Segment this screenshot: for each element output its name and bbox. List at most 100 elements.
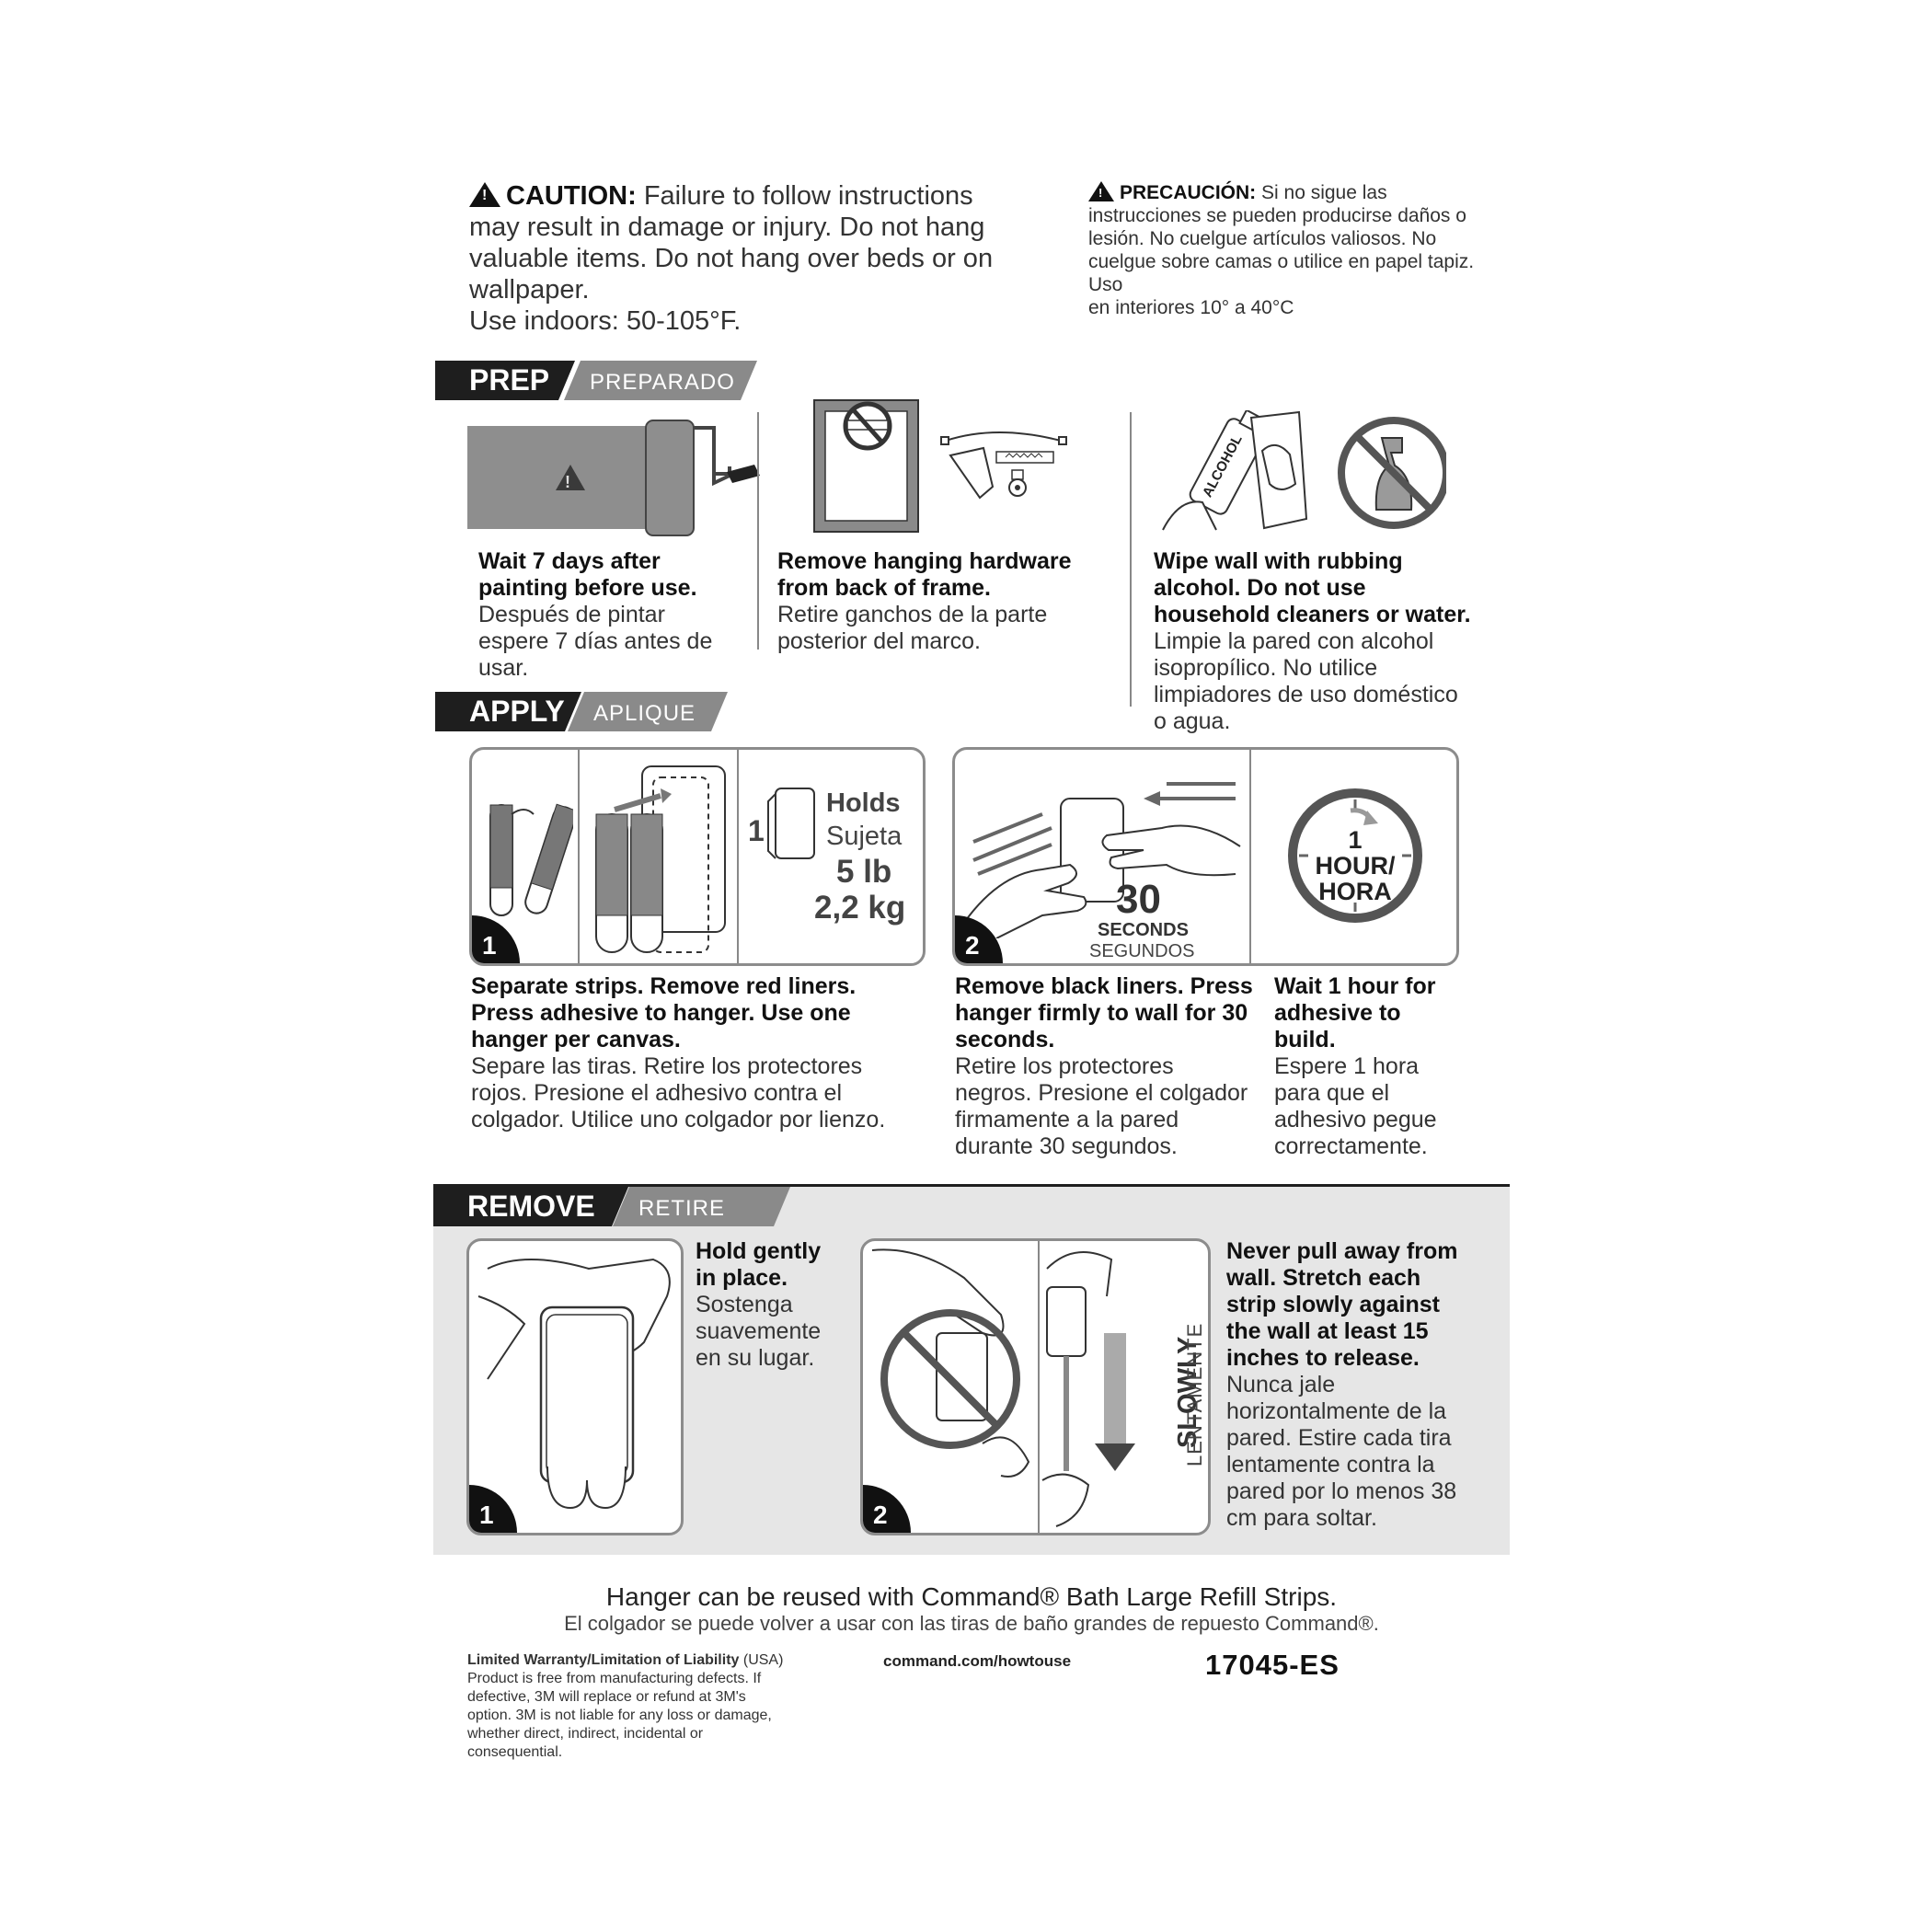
- howto-url[interactable]: command.com/howtouse: [883, 1652, 1072, 1670]
- prep-step-2-text: Retire ganchos de la parte posterior del…: [777, 602, 1048, 654]
- warning-icon: [469, 182, 500, 207]
- apply-title: APPLY: [435, 692, 581, 731]
- remove-banner: RETIRE REMOVE: [433, 1187, 774, 1226]
- apply-step-2-text: Retire los protectores negros. Presione …: [955, 1053, 1248, 1159]
- arrow-icon: [511, 809, 535, 815]
- warranty-block: Limited Warranty/Limitation of Liability…: [467, 1651, 794, 1762]
- ring-hanger-icon: [1011, 469, 1024, 480]
- apply-subtitle: APLIQUE: [568, 692, 728, 731]
- apply-step-3-bold: Wait 1 hour for adhesive to build.: [1274, 973, 1436, 1052]
- press-hanger-illustration: [960, 782, 1241, 938]
- divider: [1130, 412, 1132, 707]
- divider: [757, 412, 759, 650]
- prep-step-2-bold: Remove hanging hardware from back of fra…: [777, 548, 1072, 601]
- step-number: 2: [965, 931, 980, 960]
- paint-roller-illustration: !: [467, 420, 760, 536]
- prep-step-3-text: Limpie la pared con alcohol isopropílico…: [1154, 628, 1458, 734]
- stretch-strip-illustration: [871, 1248, 1135, 1527]
- step-number: 2: [873, 1501, 888, 1529]
- divider: [737, 750, 739, 963]
- arrow-icon: [614, 793, 661, 812]
- prep-step-1-bold: Wait 7 days after painting before use.: [478, 548, 697, 601]
- warranty-text: Product is free from manufacturing defec…: [467, 1671, 772, 1760]
- motion-lines-icon: [972, 812, 1043, 844]
- remove-step-1: Hold gently in place. Sostenga suavement…: [696, 1238, 834, 1372]
- step-number: 1: [482, 931, 497, 960]
- apply-step-2: Remove black liners. Press hanger firmly…: [955, 973, 1254, 1160]
- warning-icon: [556, 465, 585, 490]
- apply-panel-2: 30 SECONDS SEGUNDOS 1 HOUR/ HORA 2: [952, 747, 1459, 966]
- warranty-region: (USA): [742, 1652, 784, 1668]
- wall-line: [1038, 1241, 1040, 1533]
- prep-step-3: Wipe wall with rubbing alcohol. Do not u…: [1154, 548, 1471, 735]
- remove-step-2-bold: Never pull away from wall. Stretch each …: [1226, 1238, 1458, 1371]
- apply-step-3-text: Espere 1 hora para que el adhesivo pegue…: [1274, 1053, 1437, 1159]
- weight-lb: 5 lb: [836, 854, 892, 890]
- prep-banner: PREPARADO PREP: [435, 361, 757, 400]
- no-symbol-icon: [880, 1309, 1020, 1449]
- remove-title: REMOVE: [433, 1187, 628, 1226]
- press-adhesive-illustration: [595, 765, 726, 953]
- seconds-number: 30: [1116, 877, 1161, 922]
- remove-step-1-bold: Hold gently in place.: [696, 1238, 822, 1291]
- divider: [578, 750, 580, 963]
- hour-label-line2: HORA: [1318, 878, 1392, 905]
- caution-text: Failure to follow instructions may resul…: [469, 181, 994, 305]
- hanger-count: 1: [748, 814, 765, 847]
- hold-hanger-illustration: [477, 1258, 671, 1510]
- product-code: 17045-ES: [1205, 1649, 1340, 1681]
- down-arrow-icon: [1104, 1333, 1126, 1448]
- hanger-icon: [539, 1305, 635, 1484]
- remove-step-1-text: Sostenga suavemente en su lugar.: [696, 1292, 822, 1371]
- seconds-label: SECONDS: [1098, 920, 1189, 940]
- precaucion-temp: en interiores 10° a 40°C: [1088, 297, 1294, 318]
- prep-step-1-text: Después de pintar espere 7 días antes de…: [478, 602, 713, 681]
- precaucion-text: Si no sigue las instrucciones se pueden …: [1088, 182, 1475, 295]
- reuse-note-es: El colgador se puede volver a usar con l…: [564, 1612, 1379, 1635]
- remove-step-2: Never pull away from wall. Stretch each …: [1226, 1238, 1466, 1532]
- apply-step-1-text: Separe las tiras. Retire los protectores…: [471, 1053, 886, 1133]
- hand-icon: [1101, 824, 1241, 877]
- clock-icon: [1288, 788, 1422, 923]
- remove-panel-1: 1: [466, 1238, 684, 1535]
- wire-icon: [945, 431, 1062, 442]
- apply-banner: APLIQUE APPLY: [435, 692, 730, 731]
- divider: [1249, 750, 1251, 963]
- apply-step-2-bold: Remove black liners. Press hanger firmly…: [955, 973, 1253, 1052]
- hour-label: 1 HOUR/ HORA: [1309, 827, 1401, 904]
- remove-step-2-text: Nunca jale horizontalmente de la pared. …: [1226, 1372, 1457, 1531]
- hand-icon: [1046, 1251, 1113, 1297]
- warning-icon: [1088, 181, 1114, 201]
- apply-step-1: Separate strips. Remove red liners. Pres…: [471, 973, 903, 1133]
- apply-step-1-bold: Separate strips. Remove red liners. Pres…: [471, 973, 857, 1052]
- strip-icon: [1064, 1356, 1069, 1471]
- caution-label: CAUTION:: [506, 181, 637, 211]
- hour-label-line1: 1 HOUR/: [1315, 826, 1396, 880]
- strip-tab-icon: [546, 1466, 627, 1510]
- lentamente-label: LENTAMENTE: [1183, 1322, 1206, 1466]
- prep-step-3-bold: Wipe wall with rubbing alcohol. Do not u…: [1154, 548, 1471, 627]
- step-number-badge: 2: [955, 915, 1003, 963]
- apply-panel-1: 1 Holds Sujeta 5 lb 2,2 kg 1: [469, 747, 926, 966]
- alcohol-wipe-illustration: ALCOHOL: [1162, 410, 1446, 531]
- holds-label: Holds: [826, 788, 901, 818]
- sawtooth-hanger-icon: [995, 451, 1054, 464]
- separate-strips-illustration: [489, 803, 573, 916]
- step-number: 1: [479, 1501, 494, 1529]
- reuse-note-en: Hanger can be reused with Command® Bath …: [605, 1582, 1338, 1611]
- prep-subtitle: PREPARADO: [564, 361, 757, 400]
- hook-icon: [949, 446, 995, 500]
- remove-subtitle: RETIRE: [613, 1187, 790, 1226]
- apply-step-3: Wait 1 hour for adhesive to build. Esper…: [1274, 973, 1454, 1160]
- hanger-icon: [1046, 1286, 1087, 1357]
- frame-hardware-illustration: [813, 399, 1067, 533]
- svg-text:!: !: [565, 473, 570, 491]
- hanger-icon: [767, 788, 815, 859]
- hand-icon: [1260, 444, 1297, 490]
- weight-kg: 2,2 kg: [814, 890, 906, 926]
- remove-panel-2: SLOWLY LENTAMENTE 2: [860, 1238, 1211, 1535]
- precaucion-block: PRECAUCIÓN: Si no sigue las instruccione…: [1088, 181, 1484, 319]
- hand-icon: [1041, 1473, 1090, 1527]
- warranty-title: Limited Warranty/Limitation of Liability: [467, 1652, 740, 1668]
- segundos-label: SEGUNDOS: [1089, 941, 1195, 961]
